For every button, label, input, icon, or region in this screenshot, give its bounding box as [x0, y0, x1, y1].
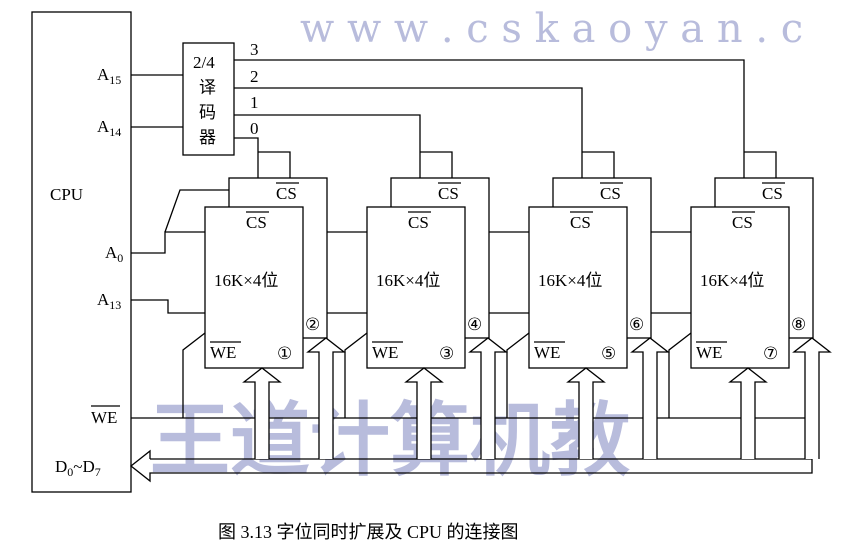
wire-we-branch-0 [182, 332, 206, 418]
chip-number-front: ③ [439, 344, 454, 363]
pin-a15: A15 [97, 65, 121, 87]
wire-we-branch-1 [344, 332, 368, 418]
wire-cs-back-3 [744, 151, 777, 178]
decoder-block [182, 42, 235, 156]
cs-label-front: CS [408, 213, 429, 232]
watermark-text: 王道计算机教 [150, 394, 630, 487]
data-arrow-back [792, 337, 832, 459]
cs-label-front: CS [246, 213, 267, 232]
wire-cs-2 [234, 87, 583, 207]
cs-label-back: CS [438, 184, 459, 203]
pin-we: WE [91, 408, 117, 427]
data-bus [129, 449, 813, 483]
pin-data: D0~D7 [55, 457, 101, 479]
decoder-out-0: 0 [250, 119, 259, 138]
decoder-out-3: 3 [250, 40, 259, 59]
data-arrow-back [468, 337, 508, 459]
wire-a0 [131, 231, 205, 254]
chip-number-front: ① [277, 344, 292, 363]
chip-size-label: 16K×4位 [538, 271, 602, 290]
chip-size-label: 16K×4位 [376, 271, 440, 290]
chip-number-front: ⑦ [763, 344, 778, 363]
watermark-url: w w w . c s k a o y a n . c [300, 6, 803, 52]
data-arrow-front [566, 367, 606, 459]
data-arrow-back [630, 337, 670, 459]
chip-number-back: ⑥ [629, 315, 644, 334]
cpu-block [31, 11, 132, 493]
decoder-out-2: 2 [250, 67, 259, 86]
data-arrow-back [306, 337, 346, 459]
pin-a0: A0 [105, 243, 123, 265]
chip-size-label: 16K×4位 [214, 271, 278, 290]
decoder-label-3: 码 [199, 103, 216, 122]
chip-number-back: ② [305, 315, 320, 334]
decoder-label-1: 2/4 [193, 53, 215, 72]
decoder-label-4: 器 [199, 128, 216, 147]
chip-number-back: ⑧ [791, 315, 806, 334]
data-arrow-front [242, 367, 282, 459]
cpu-label: CPU [50, 185, 83, 204]
chip-front-3 [690, 206, 790, 369]
data-arrow-front [404, 367, 444, 459]
pin-a13: A13 [97, 290, 121, 312]
figure-caption: 图 3.13 字位同时扩展及 CPU 的连接图 [218, 522, 519, 542]
cs-label-front: CS [570, 213, 591, 232]
chip-front-0 [204, 206, 304, 369]
wire-cs-back-1 [420, 151, 453, 178]
we-label: WE [696, 343, 722, 362]
chip-front-1 [366, 206, 466, 369]
wire-we-branch-3 [668, 332, 692, 418]
pin-a14: A14 [97, 117, 121, 139]
wire-a0-back [164, 189, 229, 233]
cs-label-front: CS [732, 213, 753, 232]
cs-label-back: CS [600, 184, 621, 203]
wire-a13 [131, 299, 205, 314]
chip-front-2 [528, 206, 628, 369]
wire-cs-back-2 [582, 151, 615, 178]
cs-label-back: CS [762, 184, 783, 203]
decoder-out-1: 1 [250, 93, 259, 112]
wire-cs-1 [234, 114, 421, 207]
chip-number-back: ④ [467, 315, 482, 334]
cs-label-back: CS [276, 184, 297, 203]
we-label: WE [534, 343, 560, 362]
wire-cs-back-0 [258, 151, 291, 178]
wire-we-branch-2 [506, 332, 530, 418]
we-label: WE [372, 343, 398, 362]
decoder-label-2: 译 [199, 78, 216, 97]
we-label: WE [210, 343, 236, 362]
wire-cs-3 [234, 59, 745, 207]
data-arrow-front [728, 367, 768, 459]
chip-number-front: ⑤ [601, 344, 616, 363]
chip-size-label: 16K×4位 [700, 271, 764, 290]
